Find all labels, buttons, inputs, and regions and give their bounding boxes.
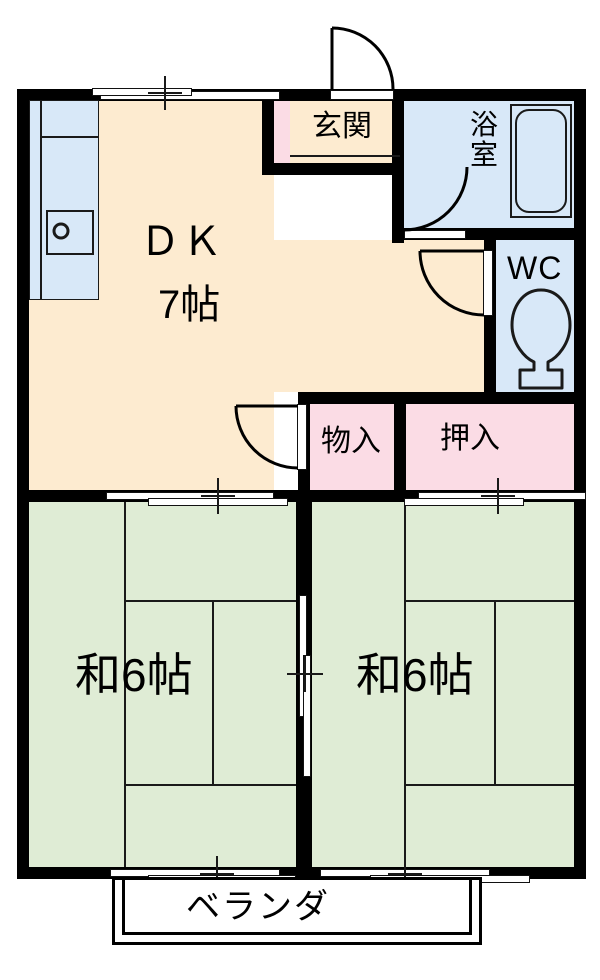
tatami-seam	[124, 784, 126, 868]
bathtub-inner	[515, 109, 567, 213]
genkan-step-line	[290, 155, 400, 157]
fusuma-center-mark	[201, 495, 235, 497]
exterior-wall-left	[17, 89, 29, 879]
room-label-washitsu-left: 和6帖	[75, 649, 193, 701]
fusuma-oshiire-leaf[interactable]	[404, 498, 524, 506]
veranda-door-center-mark	[200, 873, 234, 875]
closet-label-oshiire: 押入	[440, 422, 500, 455]
room-label-dk-size: 7帖	[158, 283, 221, 327]
tatami-seam	[494, 600, 496, 786]
room-label-genkan: 玄関	[312, 110, 372, 143]
kitchen-counter-seam	[40, 100, 42, 300]
tatami-seam	[124, 502, 126, 602]
exterior-wall-right	[574, 89, 586, 879]
entrance-door-swing-icon	[330, 26, 395, 90]
closet-label-monoire: 物入	[321, 425, 381, 458]
interior-wall-closet-divider	[394, 392, 406, 502]
interior-wall-bath-left	[392, 95, 404, 243]
room-label-wc: WC	[507, 250, 563, 286]
tatami-seam	[124, 600, 296, 602]
wc-door-leaf[interactable]	[483, 250, 493, 316]
tatami-seam	[124, 784, 296, 786]
kitchen-sink-basin	[46, 210, 94, 255]
room-washitsu-right-fill	[312, 502, 586, 868]
tatami-seam	[124, 600, 126, 786]
tatami-seam	[404, 784, 406, 868]
area-label-veranda: ベランダ	[186, 888, 330, 926]
fusuma-center-mark	[304, 656, 306, 692]
tatami-seam	[404, 784, 586, 786]
interior-wall-genkan-bottom	[262, 163, 402, 175]
tatami-seam	[212, 600, 214, 786]
window-dk-top-leaf[interactable]	[92, 88, 192, 96]
veranda-outline-inner	[122, 877, 472, 935]
monoire-door-leaf[interactable]	[297, 404, 307, 470]
room-washitsu-left-fill	[28, 502, 296, 868]
room-genkan-fill	[290, 100, 400, 170]
room-dk-hall-fill	[274, 240, 496, 392]
kitchen-counter-seam	[42, 136, 99, 138]
room-label-yokushitsu: 浴室	[469, 109, 498, 171]
tatami-seam	[404, 502, 406, 602]
fusuma-between-washitsu-lower[interactable]	[303, 655, 311, 777]
closet-monoire-fill	[310, 400, 396, 492]
genkan-step-fill	[274, 100, 290, 168]
interior-wall-closets-top	[298, 392, 586, 404]
closet-oshiire-fill	[404, 400, 586, 492]
tatami-seam	[404, 600, 406, 786]
room-label-washitsu-right: 和6帖	[356, 649, 474, 701]
window-center-mark	[148, 92, 182, 94]
room-label-dk: ＤＫ	[140, 220, 224, 264]
bathroom-door-sill[interactable]	[404, 230, 466, 239]
fusuma-center-mark	[481, 495, 515, 497]
entrance-door-sill[interactable]	[330, 90, 394, 100]
interior-wall-genkan-left	[262, 95, 274, 175]
veranda-door-center-mark	[388, 873, 422, 875]
